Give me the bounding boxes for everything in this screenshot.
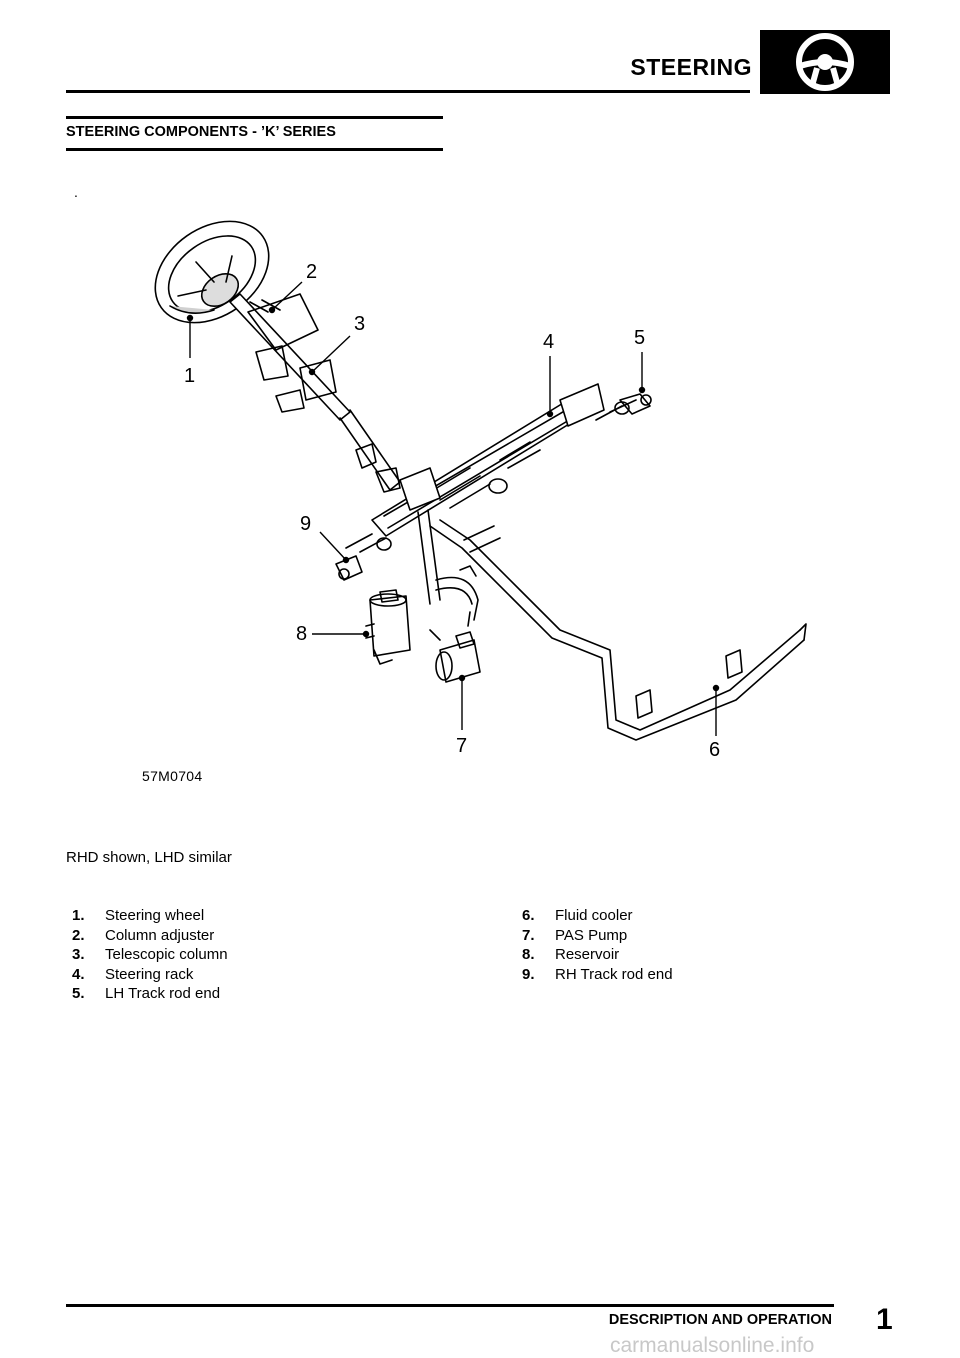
legend-item: 8.Reservoir [522, 946, 620, 964]
stray-mark: . [74, 184, 78, 200]
chapter-title: STEERING [630, 54, 752, 80]
steering-rack-drawing [345, 383, 637, 553]
callout-6: 6 [709, 739, 720, 761]
legend-item: 4.Steering rack [72, 965, 194, 983]
callout-7: 7 [456, 735, 467, 757]
legend-item: 3.Telescopic column [72, 946, 228, 964]
section-rule-bottom [66, 148, 443, 151]
legend-left: 1.Steering wheel 2.Column adjuster 3.Tel… [72, 906, 372, 1004]
callout-1: 1 [184, 365, 195, 387]
legend-item: 7.PAS Pump [522, 926, 628, 944]
legend-item: 1.Steering wheel [72, 907, 205, 924]
callout-5: 5 [634, 327, 645, 349]
watermark: carmanualsonline.info [610, 1334, 815, 1357]
footer-rule [66, 1304, 834, 1307]
figure-reference: 57M0704 [142, 768, 203, 784]
footer-section-title: DESCRIPTION AND OPERATION [608, 1312, 832, 1328]
figure-caption: RHD shown, LHD similar [66, 849, 232, 866]
header-rule [66, 90, 750, 93]
legend-right: 6.Fluid cooler 7.PAS Pump 8.Reservoir 9.… [522, 906, 822, 984]
legend-item: 5.LH Track rod end [72, 985, 221, 1003]
steering-wheel-icon [796, 33, 854, 91]
legend-item: 9.RH Track rod end [522, 965, 673, 983]
callout-9: 9 [300, 513, 311, 535]
legend-item: 2.Column adjuster [72, 926, 215, 944]
pas-pump-drawing [429, 611, 481, 683]
callout-3: 3 [354, 313, 365, 335]
chapter-badge [760, 30, 890, 94]
callout-8: 8 [296, 623, 307, 645]
legend-item: 6.Fluid cooler [522, 907, 633, 924]
steering-column-drawing [229, 293, 401, 493]
fluid-cooler-drawing [417, 509, 807, 741]
track-rod-end-drawing [335, 393, 652, 581]
callout-4: 4 [543, 331, 554, 353]
section-title: STEERING COMPONENTS - ’K’ SERIES [66, 124, 336, 140]
steering-components-diagram: 1 2 3 4 5 6 7 8 9 [154, 220, 807, 761]
section-rule-top [66, 116, 443, 119]
page-number: 1 [876, 1303, 893, 1336]
callout-2: 2 [306, 261, 317, 283]
reservoir-drawing [365, 589, 411, 665]
